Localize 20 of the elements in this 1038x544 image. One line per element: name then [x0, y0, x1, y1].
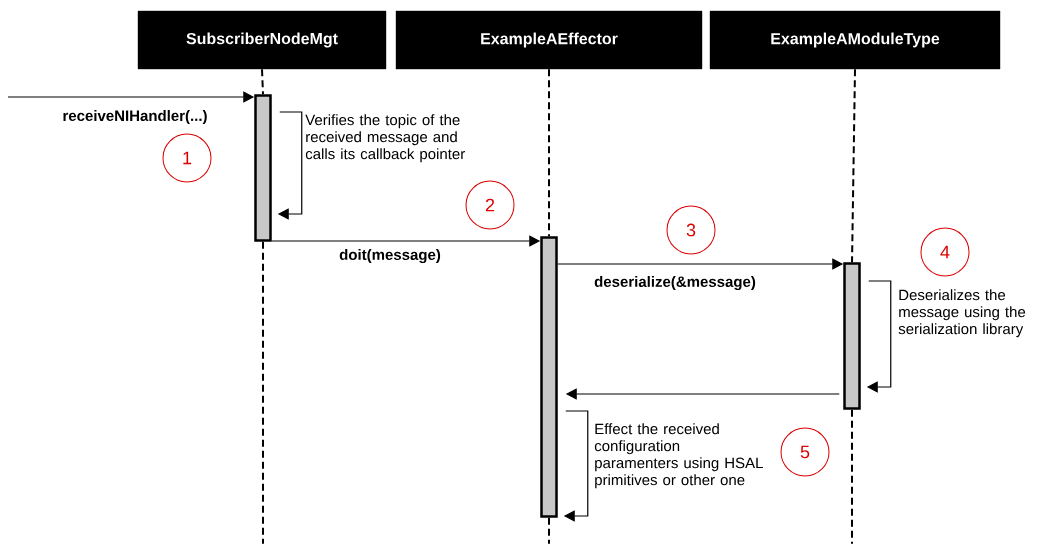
activation-bar — [254, 94, 272, 242]
message-label: receiveNIHandler(...) — [61, 109, 209, 125]
note-text: Effect the received configuration paramenters using HSAL primitives or other one — [594, 423, 763, 489]
message-label: doit(message) — [338, 248, 442, 265]
lifeline — [261, 68, 264, 96]
lifeline — [851, 68, 856, 264]
step-number: 4 — [920, 227, 970, 277]
note-text: Verifies the topic of the received message and calls its callback pointer — [305, 114, 465, 163]
lifeline-header: ExampleAModuleType — [709, 10, 1001, 70]
message-label: deserialize(&message) — [593, 275, 757, 292]
step-number: 1 — [162, 133, 212, 183]
lifeline — [548, 68, 550, 238]
activation-bar — [540, 236, 558, 518]
step-number: 5 — [780, 427, 830, 477]
lifeline-header: ExampleAEffector — [395, 10, 703, 70]
lifeline-header: SubscriberNodeMgt — [137, 10, 387, 70]
step-number: 3 — [666, 205, 716, 255]
step-number: 2 — [465, 180, 515, 230]
activation-bar — [843, 262, 861, 410]
note-text: Deserializes the message using the serialization library — [898, 289, 1026, 338]
